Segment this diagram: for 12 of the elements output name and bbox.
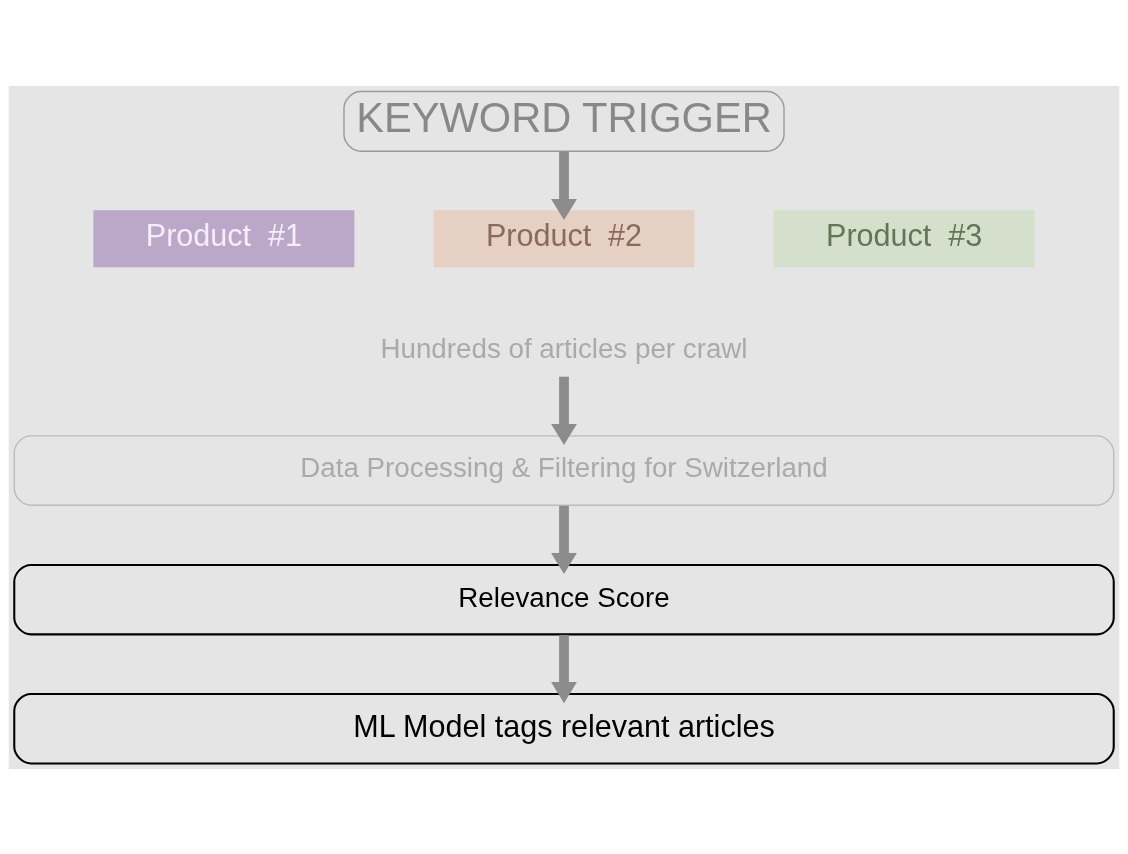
node-box: ML Model tags relevant articles	[13, 692, 1115, 764]
arrow	[551, 376, 577, 445]
arrow	[551, 151, 577, 220]
node-box: Product #3	[773, 209, 1035, 267]
node-box: Product #2	[433, 209, 695, 267]
node-text: Hundreds of articles per crawl	[380, 332, 748, 364]
node-box: Product #1	[93, 209, 355, 267]
node-box: KEYWORD TRIGGER	[343, 90, 785, 152]
arrow	[551, 634, 577, 703]
node-box: Relevance Score	[13, 563, 1115, 635]
arrow	[551, 505, 577, 574]
node-box: Data Processing & Filtering for Switzerland	[13, 434, 1115, 506]
